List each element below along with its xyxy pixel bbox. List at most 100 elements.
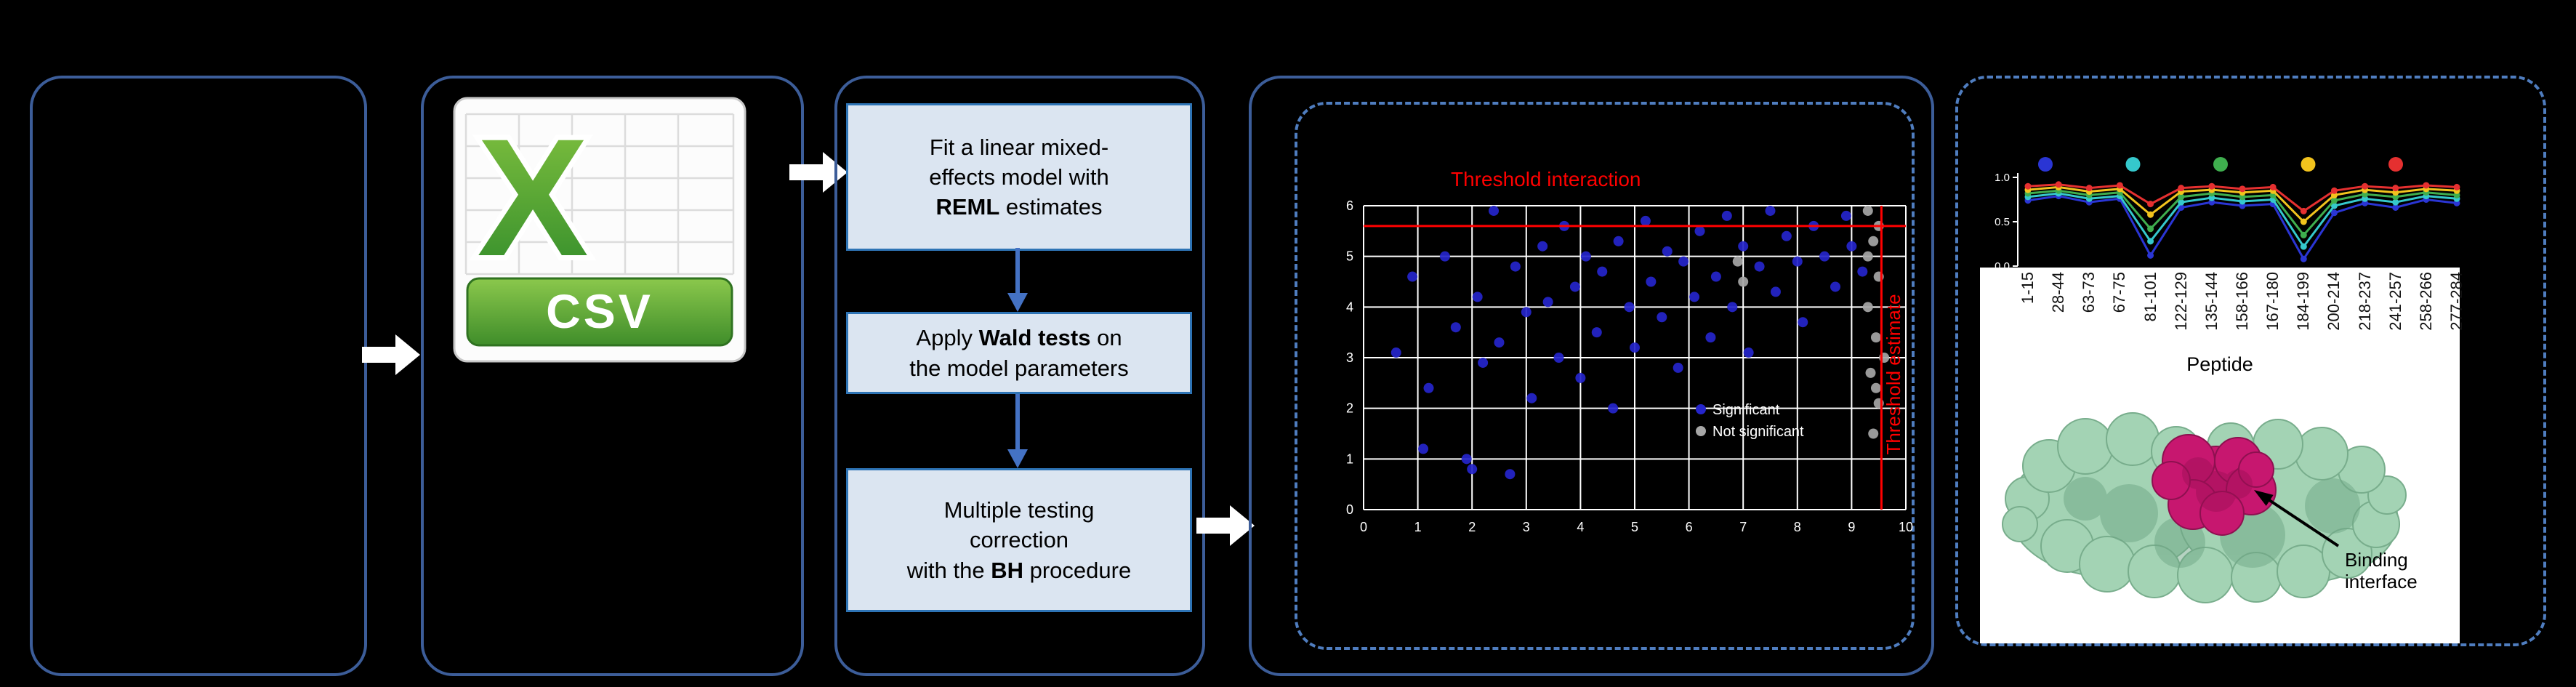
csv-banner [466,277,733,347]
timepoint-legend-dot [2213,157,2228,172]
step-text-line: correction [969,527,1069,553]
binding-epitope [2152,434,2277,536]
scatter-x-tick: 6 [1686,520,1693,534]
uptake-marker [2178,193,2185,201]
epitope-shading [2182,457,2253,512]
scatter-point-significant [1478,357,1489,368]
scatter-point-significant [1450,322,1461,333]
uptake-marker [2178,198,2185,206]
scatter-y-tick: 6 [1346,198,1353,213]
binding-interface-label: Binding interface [2345,549,2418,592]
scatter-point-significant [1857,266,1868,277]
excel-x-logo: X [477,104,588,291]
scatter-point-significant [1439,251,1450,262]
uptake-marker [2300,207,2307,214]
scatter-x-tick: 4 [1577,520,1584,534]
scatter-point-significant [1591,327,1602,338]
arrow-head [1007,449,1028,468]
scatter-point-significant [1754,261,1765,272]
arrow-shape [789,152,848,193]
scatter-y-tick: 5 [1346,249,1353,264]
scatter-y-tick: 1 [1346,451,1353,466]
uptake-marker [2147,211,2154,218]
step-text-line: the model parameters [909,355,1129,381]
scatter-point-significant [1505,469,1516,480]
scatter-point-not-significant [1868,236,1879,246]
scatter-point-significant [1526,393,1537,403]
scatter-point-significant [1423,382,1434,393]
scatter-x-tick: 8 [1794,520,1801,534]
peptide-tick-label: 167-180 [2263,272,2282,331]
step-arrow-2 [1007,394,1028,468]
uptake-marker [2085,185,2093,192]
timepoint-legend-dot [2125,157,2141,172]
scatter-point-significant [1467,464,1478,475]
scatter-point-significant [1418,443,1429,454]
scatter-point-not-significant [1732,256,1743,267]
uptake-marker [2392,204,2399,211]
protein-structure-image [2002,412,2407,603]
scatter-point-not-significant [1862,205,1873,216]
scatter-point-significant [1537,241,1548,252]
scatter-point-significant [1624,302,1635,313]
csv-banner-text: CSV [546,284,653,338]
peptide-tick-label: 277-284 [2447,272,2466,331]
scatter-point-not-significant [1865,367,1876,378]
scatter-point-significant [1710,271,1721,282]
scatter-point-significant [1494,337,1505,348]
dashed-outline-results [1295,102,1915,650]
uptake-y-tick: 1.0 [1995,172,2010,184]
scatter-point-significant [1575,372,1586,383]
scatter-point-significant [1613,236,1624,246]
timepoint-legend-dot [2388,157,2403,172]
scatter-legend-dot [1696,426,1706,436]
scatter-point-significant [1770,286,1781,297]
peptide-tick-label: 200-214 [2325,272,2343,331]
csv-file-icon: X CSV [453,97,746,363]
peptide-tick-label: 241-257 [2386,272,2404,331]
surface-shading [2064,477,2360,568]
uptake-marker [2147,201,2154,208]
scatter-point-significant [1521,307,1531,318]
flow-arrow-stats-to-results [1196,505,1255,546]
uptake-marker [2330,209,2338,217]
peptide-tick-label: 63-73 [2080,272,2098,313]
panel-experimental-design [30,76,367,676]
step-text-line: Fit a linear mixed- [929,134,1109,160]
uptake-marker [2024,182,2032,190]
scatter-point-significant [1738,241,1749,252]
uptake-marker [2300,231,2307,238]
scatter-point-significant [1781,230,1792,241]
scatter-point-significant [1819,251,1830,262]
scatter-x-tick: 3 [1523,520,1530,534]
scatter-point-significant [1569,281,1580,292]
threshold-estimate-label: Threshold estimate [1883,294,1904,454]
scatter-point-significant [1840,210,1851,221]
peptide-axis-title: Peptide [2186,353,2253,375]
scatter-point-significant [1678,256,1689,267]
uptake-marker [2055,181,2062,188]
scatter-x-tick: 9 [1848,520,1855,534]
scatter-point-not-significant [1868,428,1879,439]
scatter-y-tick: 4 [1346,300,1353,314]
scatter-point-significant [1846,241,1857,252]
scatter-point-significant [1721,210,1732,221]
scatter-point-not-significant [1738,276,1749,287]
scatter-x-tick: 7 [1739,520,1747,534]
uptake-marker [2116,182,2123,189]
scatter-point-not-significant [1870,382,1881,393]
scatter-point-significant [1597,266,1608,277]
arrow-shape [362,334,420,375]
peptide-tick-label: 1-15 [2018,272,2037,305]
scatter-y-tick: 3 [1346,350,1353,365]
arrow-shape [1196,505,1255,546]
uptake-marker [2239,185,2246,193]
scatter-point-significant [1792,256,1803,267]
scatter-point-not-significant [1870,332,1881,343]
